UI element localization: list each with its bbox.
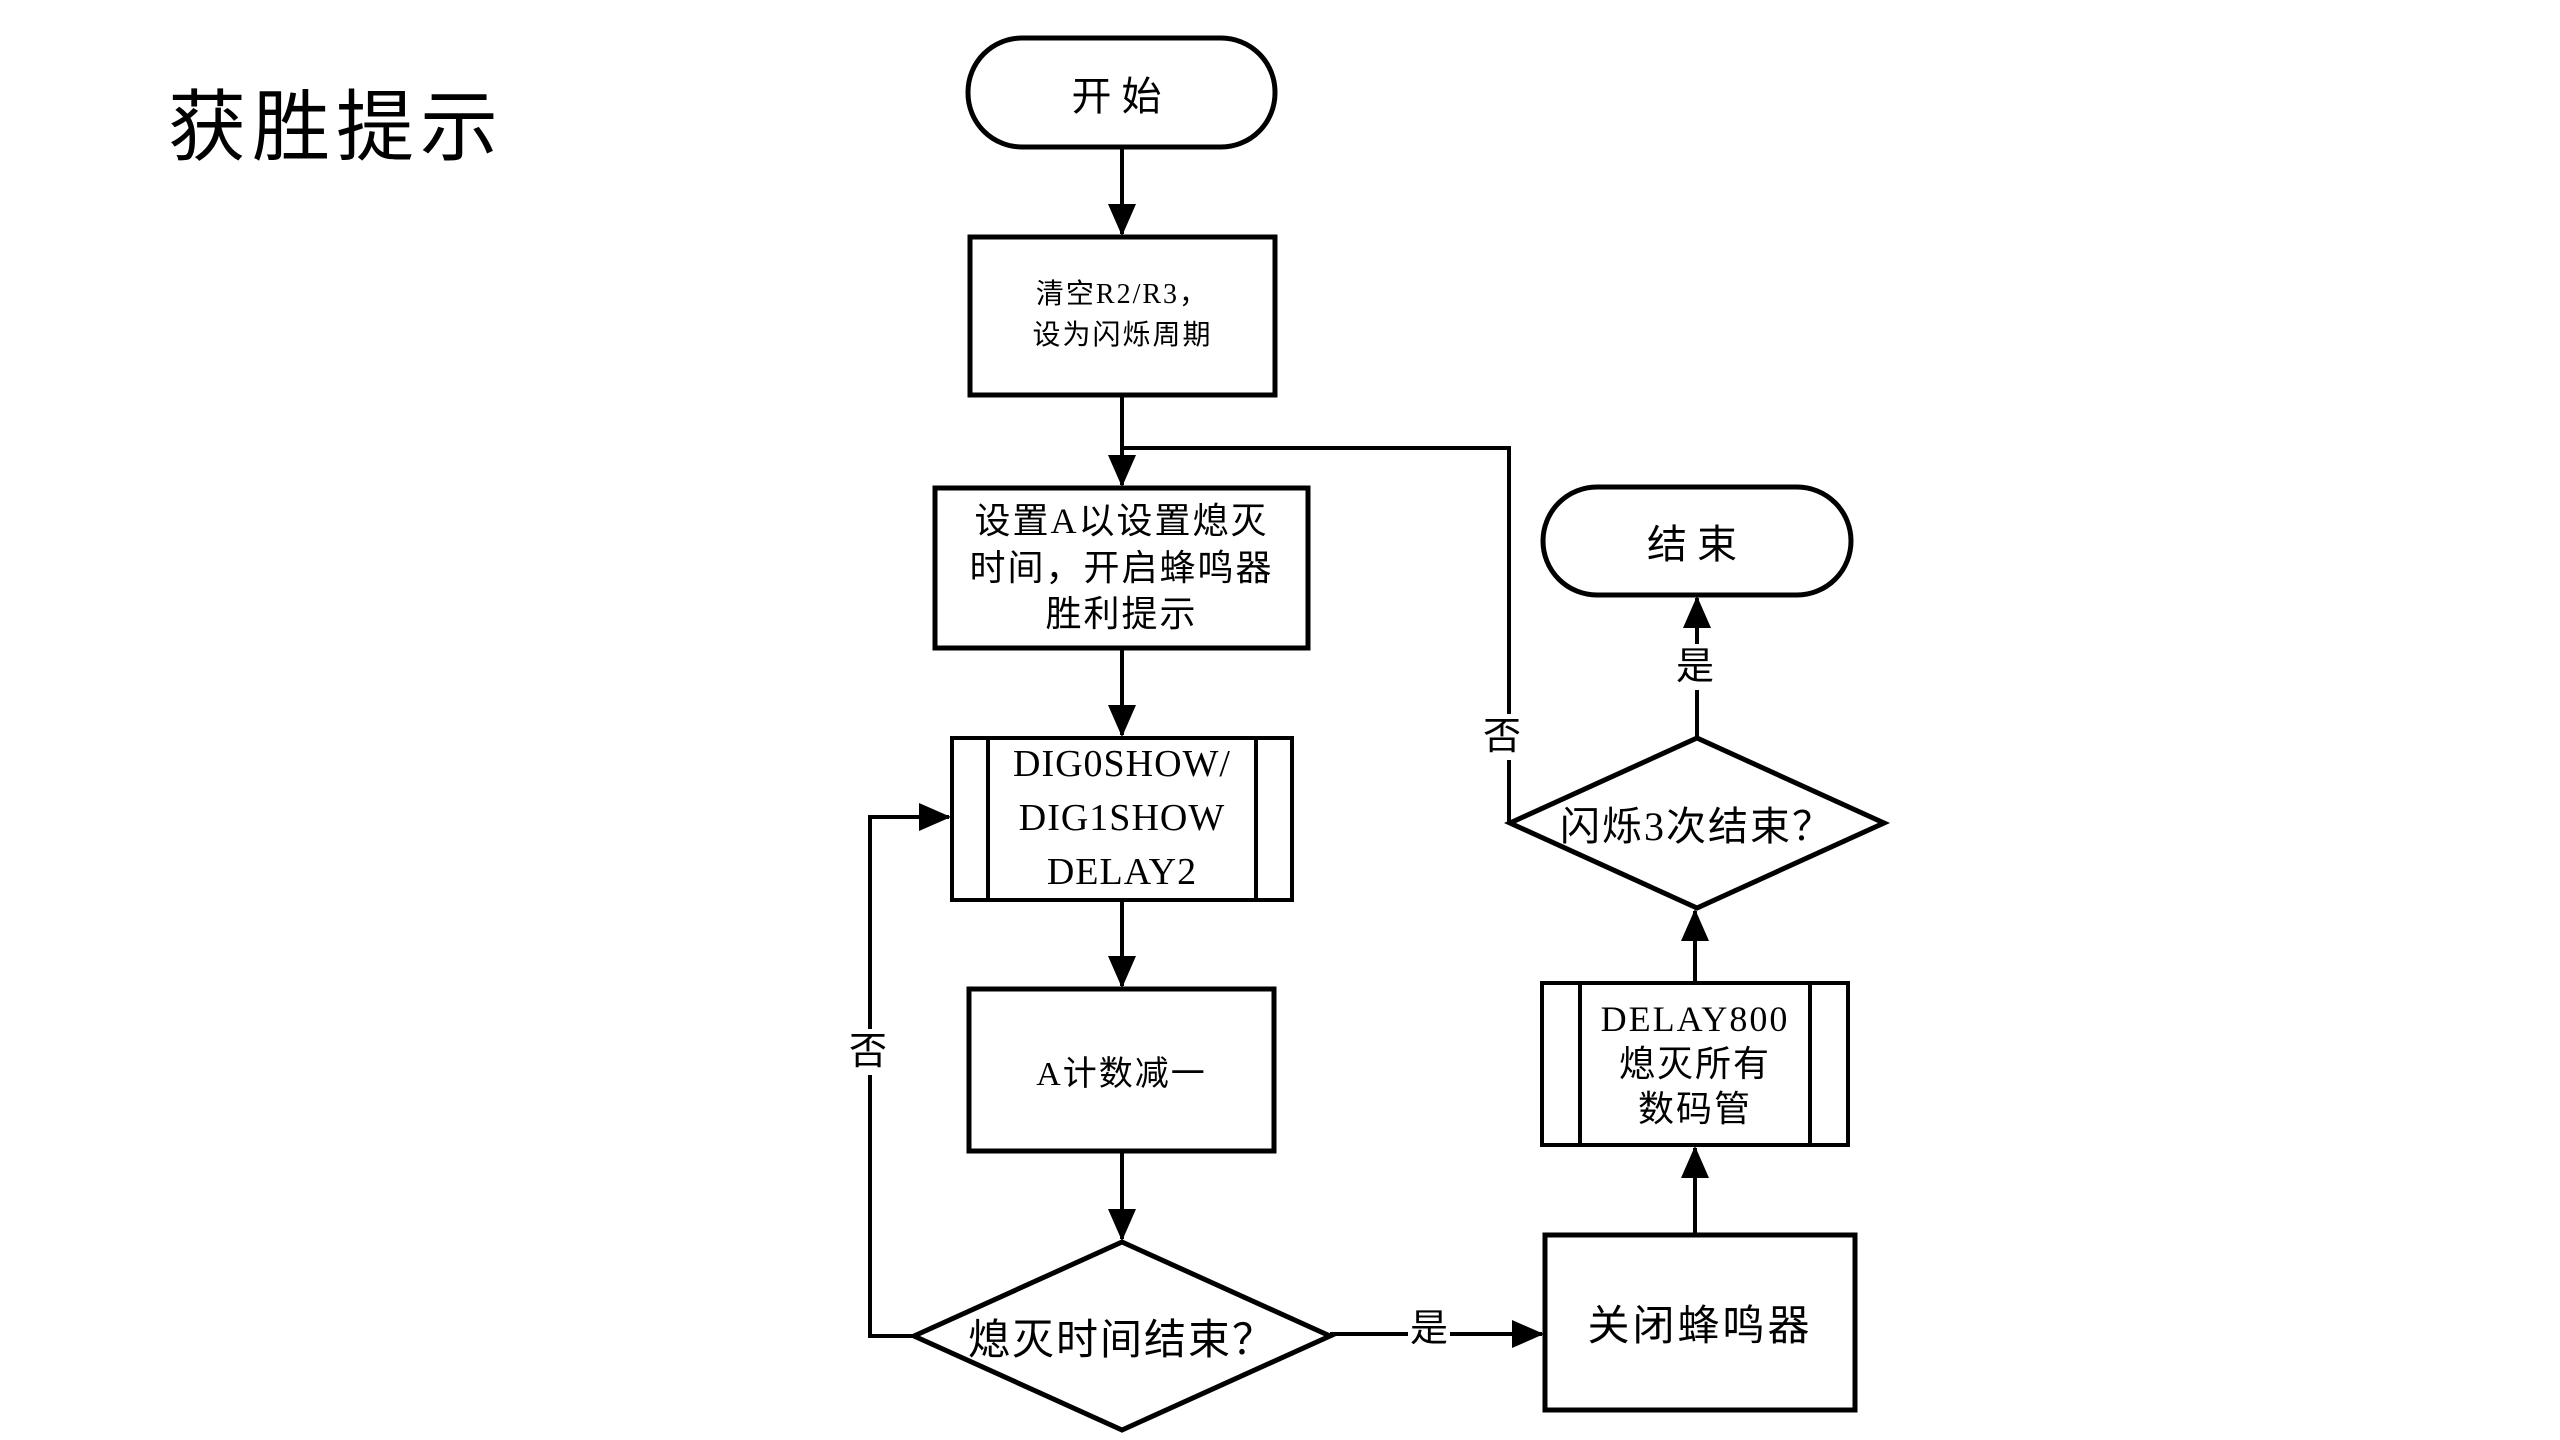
flash-decision-label: 闪烁3次结束？ <box>1560 804 1834 849</box>
decrement-label: A计数减一 <box>1036 1055 1207 1093</box>
extinguish-decision-label: 熄灭时间结束？ <box>967 1317 1276 1364</box>
flash-decision-shape <box>1503 735 1891 911</box>
clear-process-shape <box>967 234 1278 398</box>
edge-no-return-to-junction <box>1122 446 1511 823</box>
edge-no-loop-to-digshow <box>868 803 951 1338</box>
setup-label: 设置A以设置熄灭 时间，开启蜂鸣器 胜利提示 <box>969 500 1274 635</box>
edge-label-yes-to-buzzer: 是 <box>1408 1306 1451 1352</box>
delay800-subroutine-shape <box>1540 981 1850 1147</box>
start-label: 开始 <box>1071 73 1172 119</box>
edge-label-no-return: 否 <box>1481 714 1524 760</box>
page-title: 获胜提示 <box>168 83 505 171</box>
digshow-subroutine-shape <box>950 736 1294 902</box>
edge-label-yes-to-end: 是 <box>1674 644 1717 690</box>
decrement-process-shape <box>966 986 1277 1154</box>
buzzer-process-shape <box>1542 1232 1858 1413</box>
edge-label-no-loop: 否 <box>847 1029 890 1075</box>
delay800-label: DELAY800 熄灭所有 数码管 <box>1600 998 1790 1129</box>
start-terminator-shape <box>965 35 1278 150</box>
end-terminator-shape <box>1540 484 1854 598</box>
clear-label: 清空R2/R3， 设为闪烁周期 <box>1032 279 1213 351</box>
digshow-label: DIG0SHOW/ DIG1SHOW DELAY2 <box>1013 743 1231 893</box>
extinguish-decision-shape <box>907 1239 1337 1433</box>
setup-process-shape <box>932 485 1311 651</box>
buzzer-label: 关闭蜂鸣器 <box>1587 1304 1813 1350</box>
end-label: 结束 <box>1647 522 1747 567</box>
